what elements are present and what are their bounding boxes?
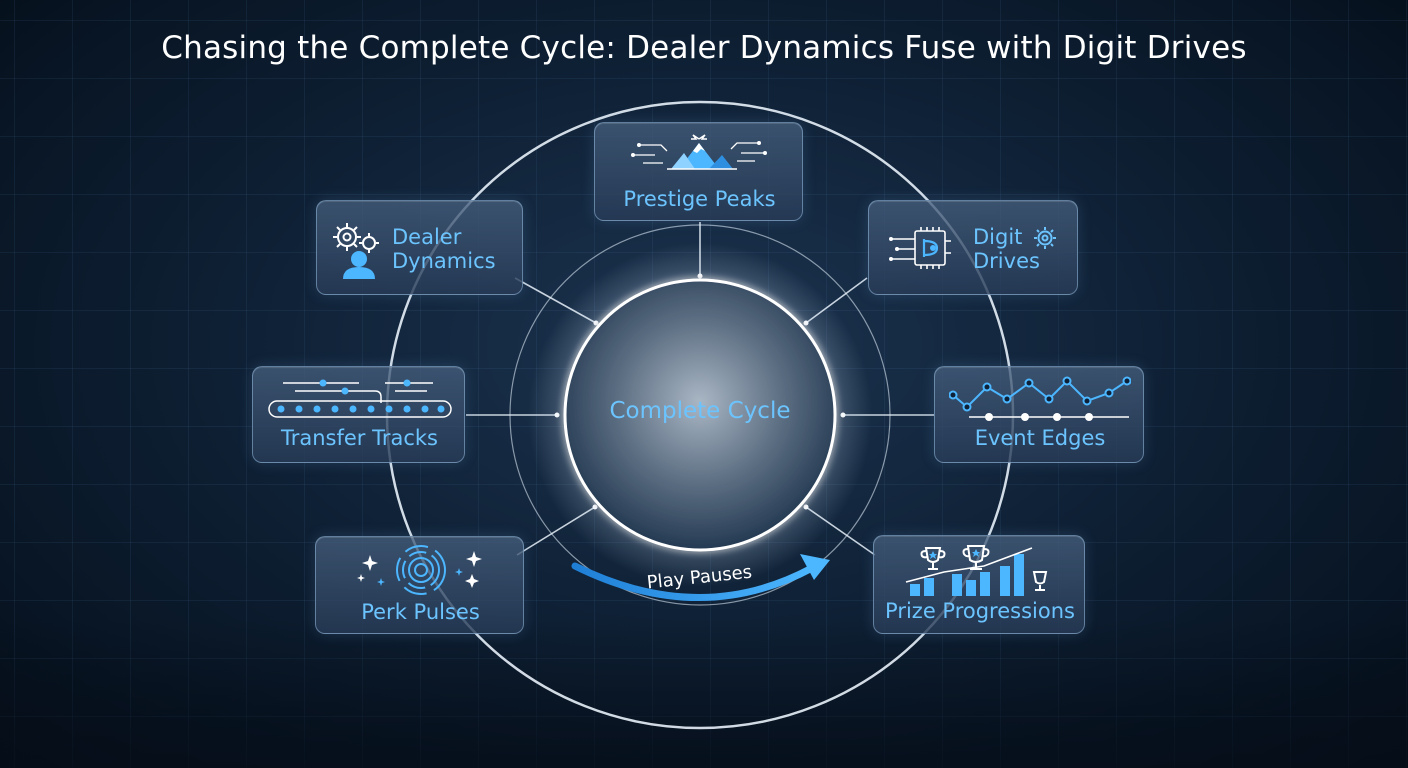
background-floor xyxy=(0,618,1408,768)
node-label: Prize Progressions xyxy=(885,599,1075,623)
center-label: Complete Cycle xyxy=(609,398,791,424)
node-label: Transfer Tracks xyxy=(280,426,438,450)
gear-icon xyxy=(1034,227,1056,249)
node-prestige-peaks[interactable]: Prestige Peaks xyxy=(594,122,803,221)
node-label-line1: Digit xyxy=(973,225,1023,249)
node-prize-progressions[interactable]: Prize Progressions xyxy=(873,535,1085,634)
pulse-sparkle-icon xyxy=(357,545,482,595)
node-transfer-tracks[interactable]: Transfer Tracks xyxy=(252,366,465,463)
node-label: Perk Pulses xyxy=(361,600,480,624)
node-dealer-dynamics[interactable]: Dealer Dynamics xyxy=(316,200,523,295)
node-label-line1: Dealer xyxy=(392,225,462,249)
play-pauses-arrowhead xyxy=(800,554,830,580)
node-perk-pulses[interactable]: Perk Pulses xyxy=(315,536,524,634)
line-graph-icon xyxy=(949,376,1131,421)
microchip-icon xyxy=(889,227,951,269)
mountain-peak-icon xyxy=(631,134,767,170)
node-label: Prestige Peaks xyxy=(623,187,776,211)
node-label-line2: Drives xyxy=(973,249,1040,273)
page-title: Chasing the Complete Cycle: Dealer Dynam… xyxy=(161,30,1247,66)
dealer-gears-icon xyxy=(333,223,379,279)
node-digit-drives[interactable]: Digit Drives xyxy=(868,200,1078,295)
node-label: Event Edges xyxy=(974,426,1106,450)
play-pauses-arrow xyxy=(571,562,816,601)
trophy-bar-chart-icon xyxy=(905,545,1048,596)
conveyor-track-icon xyxy=(268,379,452,418)
node-event-edges[interactable]: Event Edges xyxy=(934,366,1144,463)
node-label-line2: Dynamics xyxy=(392,249,496,273)
center-orb xyxy=(563,278,837,552)
